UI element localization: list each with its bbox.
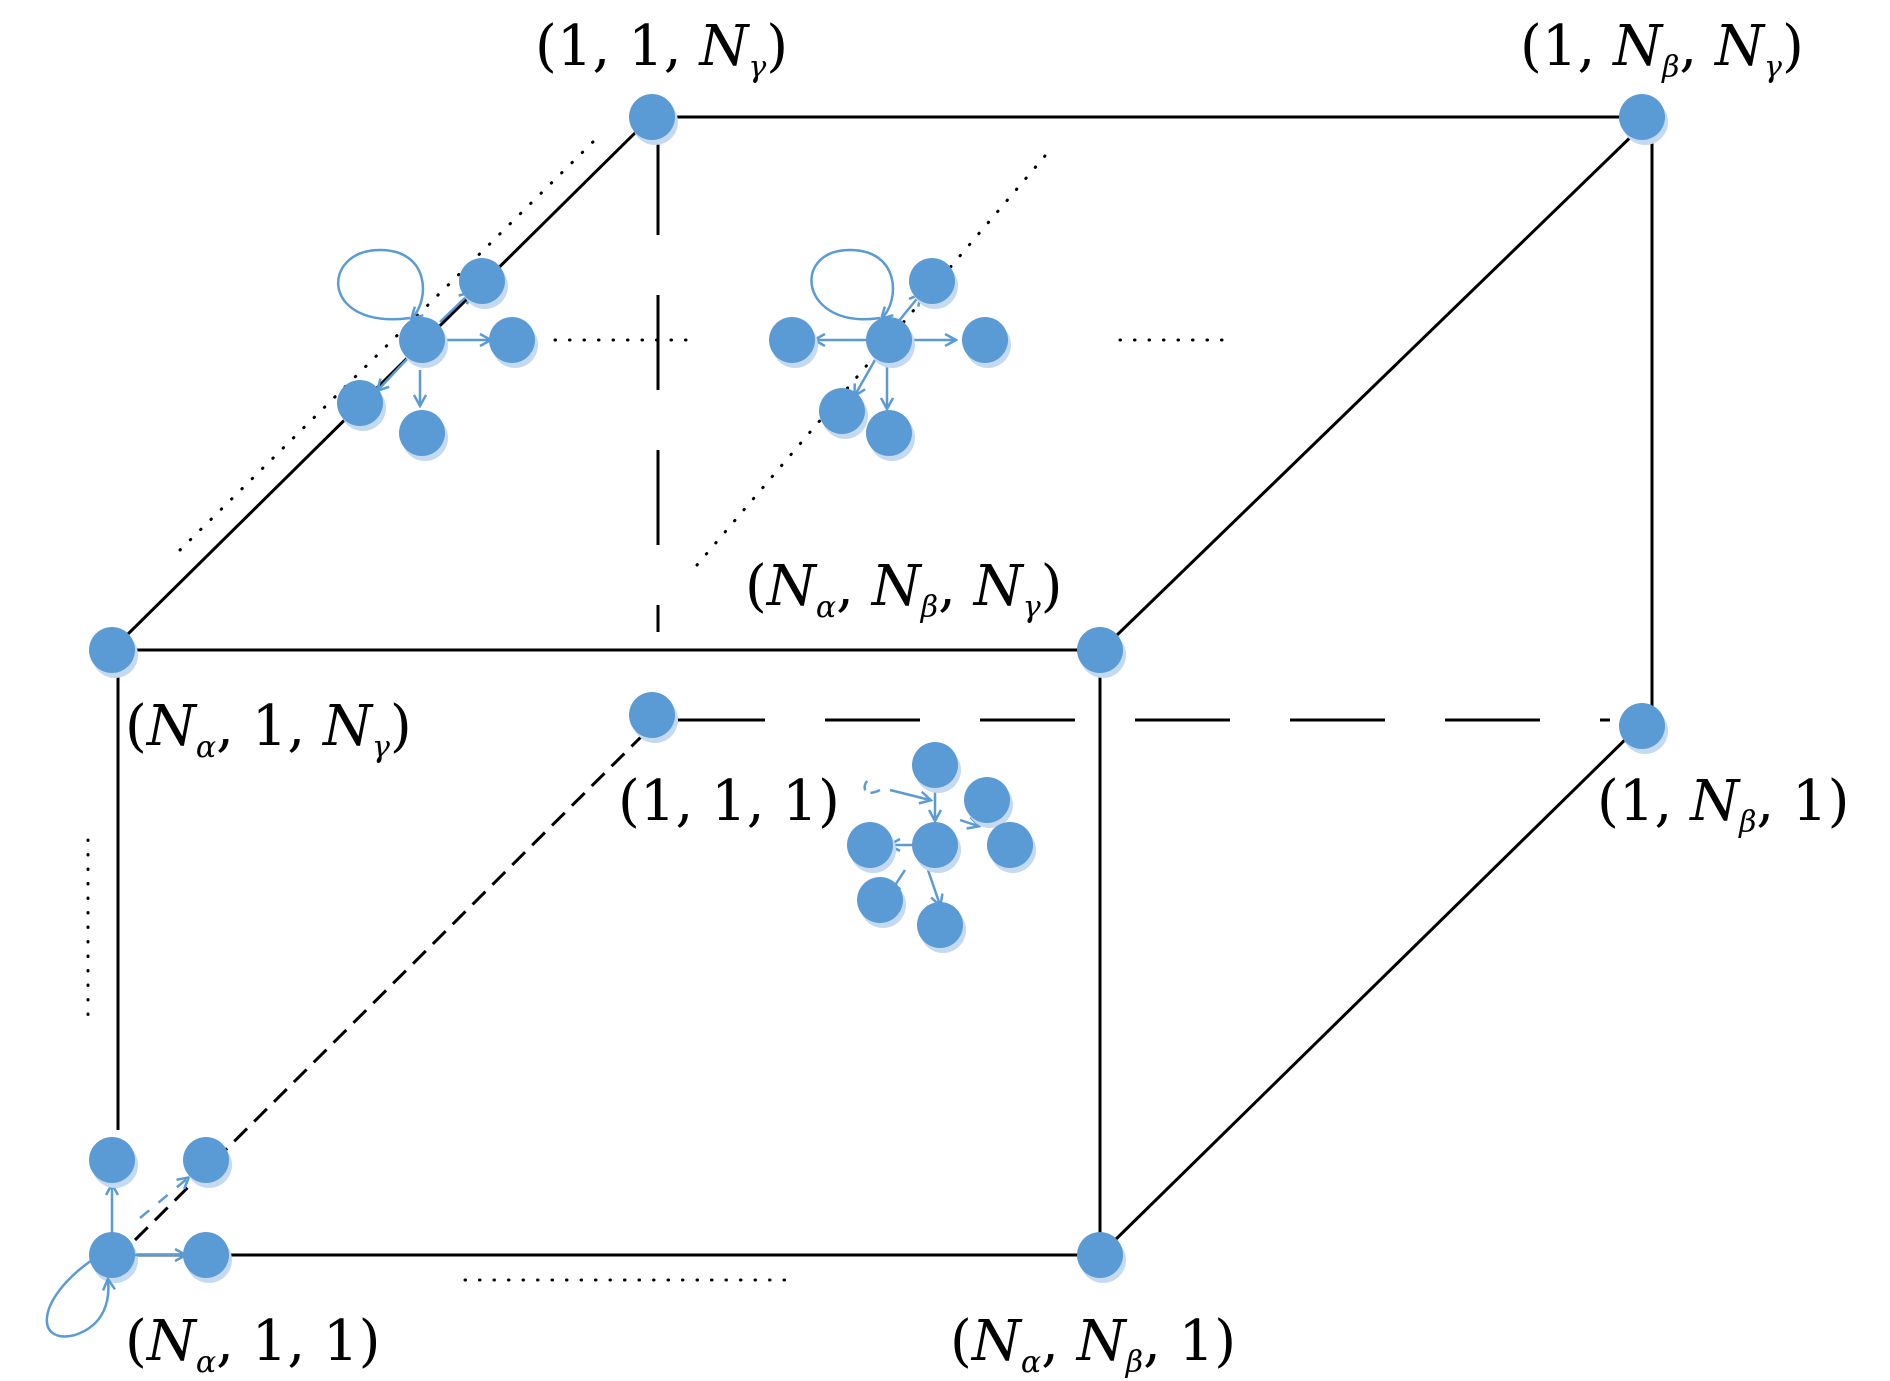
label-top-left-front: (Nα, 1, Nγ) bbox=[125, 694, 412, 765]
node-1-1-1 bbox=[629, 692, 675, 738]
neighborhood-cluster-middle bbox=[847, 742, 1036, 953]
node-1-1-Ngamma bbox=[629, 94, 675, 140]
neighborhood-cluster-top-middle bbox=[769, 248, 1011, 461]
label-top-right-front: (Nα, Nβ, Nγ) bbox=[745, 554, 1062, 625]
neighborhood-cluster-bottom-left bbox=[45, 1137, 232, 1338]
node-Nalpha-1-Ngamma bbox=[89, 627, 135, 673]
cube-edges bbox=[110, 115, 1655, 1257]
node-Nalpha-Nbeta-1 bbox=[1077, 1232, 1123, 1278]
dotted-lines bbox=[86, 133, 1227, 1282]
label-bottom-back-left: (1, 1, 1) bbox=[618, 769, 840, 834]
label-bottom-front-left: (Nα, 1, 1) bbox=[125, 1309, 380, 1380]
corner-nodes bbox=[89, 94, 1668, 1283]
node-1-Nbeta-Ngamma bbox=[1619, 94, 1665, 140]
label-bottom-back-right: (1, Nβ, 1) bbox=[1597, 769, 1850, 840]
label-bottom-front-right: (Nα, Nβ, 1) bbox=[950, 1309, 1236, 1380]
node-1-Nbeta-1 bbox=[1619, 703, 1665, 749]
label-top-left-back: (1, 1, Nγ) bbox=[535, 14, 788, 85]
hidden-edges bbox=[133, 718, 1610, 1242]
neighborhood-cluster-top-left bbox=[336, 248, 538, 461]
node-Nalpha-1-1 bbox=[89, 1232, 135, 1278]
corner-labels: (1, 1, Nγ) (1, Nβ, Nγ) (Nα, Nβ, Nγ) (Nα,… bbox=[125, 14, 1850, 1380]
node-Nalpha-Nbeta-Ngamma bbox=[1077, 627, 1123, 673]
label-top-right-back: (1, Nβ, Nγ) bbox=[1520, 14, 1804, 85]
